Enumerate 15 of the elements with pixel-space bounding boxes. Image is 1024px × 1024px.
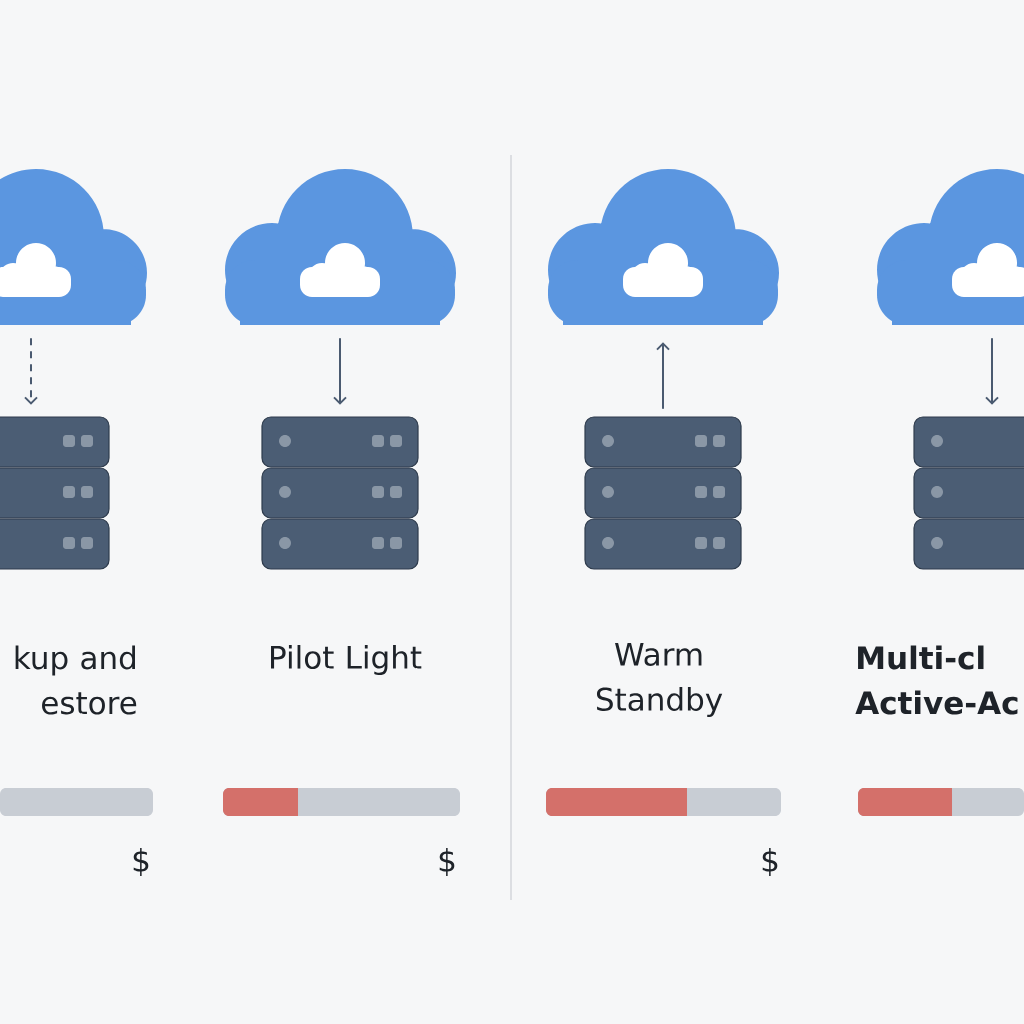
cost-symbol: $ [762,847,778,877]
server-stack-icon [584,416,742,570]
arrow [24,337,38,405]
approach-title: Multi-cl Active-Ac [855,645,1018,715]
cost-symbol: $ [133,847,149,877]
cost-symbol: $ [439,847,455,877]
approach-title: kup and estore [15,645,137,715]
server-stack-icon [913,416,1024,570]
arrow [656,342,670,410]
arrow [333,337,347,405]
approach-title: Warm Standby [596,643,723,718]
server-stack-icon [0,416,110,570]
server-stack-icon [261,416,419,570]
arrow [985,337,999,405]
approach-title: Pilot Light [271,645,422,675]
